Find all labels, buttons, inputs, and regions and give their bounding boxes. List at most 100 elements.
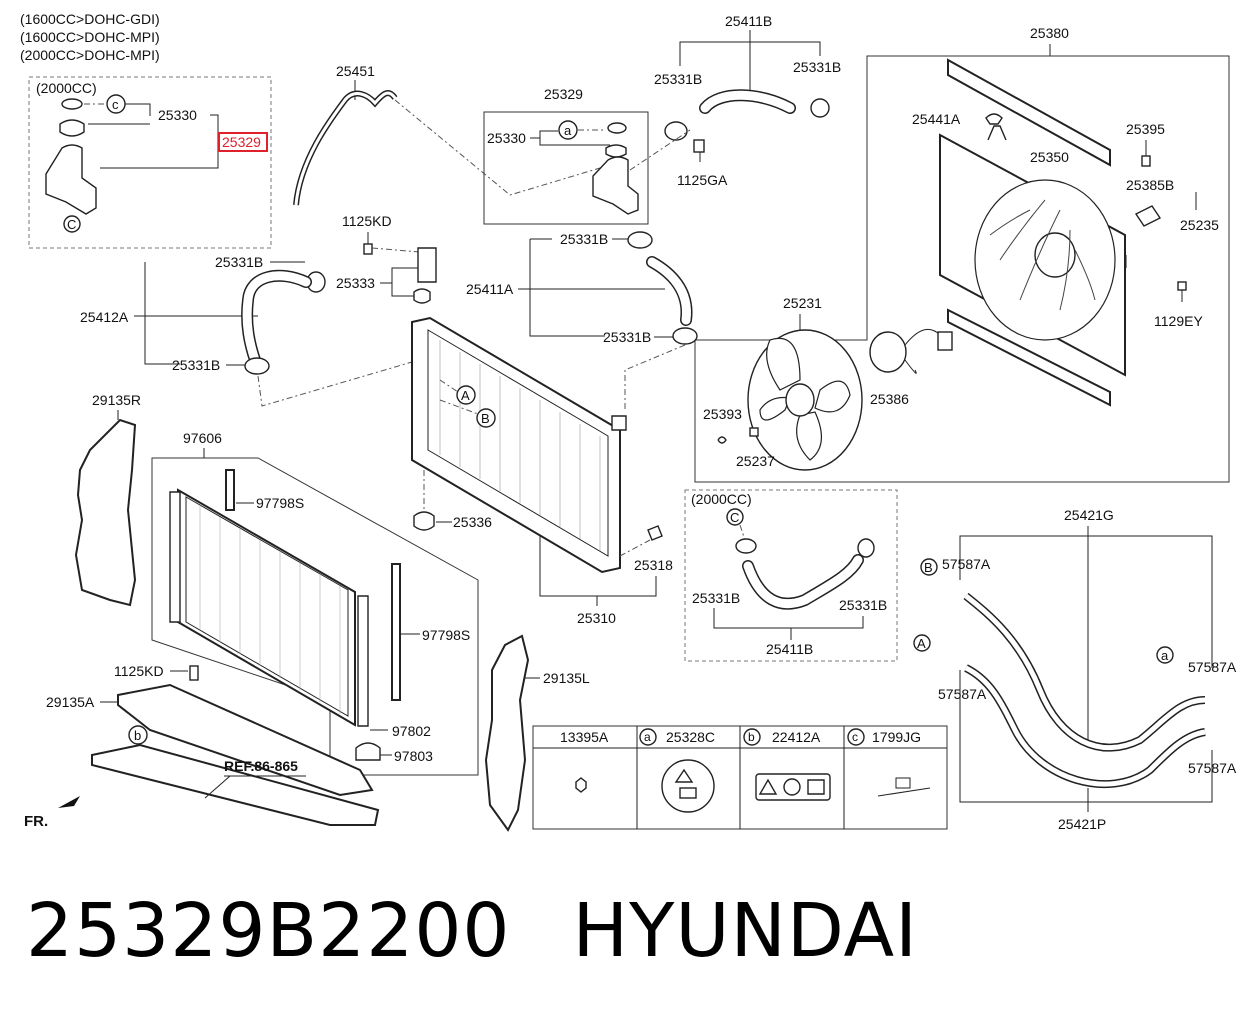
- label-25411b-bot: 25411B: [766, 641, 813, 657]
- condenser-97606: [169, 488, 369, 727]
- label-1125ga: 1125GA: [677, 172, 728, 188]
- label-25412a: 25412A: [80, 309, 129, 325]
- label-25380: 25380: [1030, 25, 1069, 41]
- label-25411a: 25411A: [466, 281, 514, 297]
- label-29135r: 29135R: [92, 392, 141, 408]
- callout-A-radiator: [456, 385, 476, 405]
- sub-box-2000cc-label-bot: (2000CC): [691, 491, 752, 507]
- label-1129ey: 1129EY: [1154, 313, 1203, 329]
- label-25318: 25318: [634, 557, 673, 573]
- hose-2000cc-group: (2000CC) C 25331B 25331B 25411B: [684, 489, 898, 662]
- overflow-hose-25451: [293, 90, 398, 206]
- filler-neck-2000cc-group: (2000CC) c 25330 25329 C: [28, 76, 272, 249]
- oil-cooler-hose-25421g: [963, 592, 1206, 752]
- label-25329-highlighted[interactable]: 25329: [222, 134, 261, 150]
- shroud-motor-hub: [1034, 232, 1076, 278]
- shroud-seal-top: [947, 58, 1111, 167]
- callout-a-hose: [1156, 646, 1174, 664]
- svg-text:a: a: [564, 123, 572, 138]
- hose-clamp-a: [664, 121, 688, 141]
- label-25421p: 25421P: [1058, 816, 1106, 832]
- filler-neck-25329: [592, 156, 639, 215]
- callout-A-hose: [913, 634, 931, 652]
- label-25331b-g: 25331B: [692, 590, 740, 606]
- svg-text:C: C: [730, 510, 739, 525]
- label-57587a-a: 57587A: [942, 556, 991, 572]
- receiver-drier: [357, 595, 369, 727]
- part-caption: 25329B2200 HYUNDAI: [26, 888, 980, 974]
- under-cover: [91, 743, 380, 826]
- callout-B-hose: [920, 558, 938, 576]
- svg-text:a: a: [1161, 648, 1169, 663]
- caption-part-number: 25329B2200: [26, 888, 511, 974]
- label-25231: 25231: [783, 295, 822, 311]
- caption-brand: HYUNDAI: [572, 888, 918, 974]
- nut-icon: [575, 777, 587, 793]
- label-97798s-a: 97798S: [256, 495, 304, 511]
- radiator-25310: [411, 316, 627, 574]
- label-25310: 25310: [577, 610, 616, 626]
- label-29135a: 29135A: [46, 694, 95, 710]
- caution-label-icon: [661, 759, 715, 813]
- legend-marker-b: b: [748, 730, 755, 744]
- label-25330-left: 25330: [158, 107, 197, 123]
- label-25331b-b: 25331B: [793, 59, 841, 75]
- hose-clamp-b: [810, 98, 830, 118]
- svg-text:C: C: [67, 217, 76, 232]
- svg-text:c: c: [112, 97, 119, 112]
- label-57587a-c: 57587A: [1188, 659, 1237, 675]
- cap-97803: [355, 742, 381, 761]
- label-25350: 25350: [1030, 149, 1069, 165]
- label-97798s-b: 97798S: [422, 627, 470, 643]
- svg-text:A: A: [461, 388, 470, 403]
- callout-C-top: [63, 215, 81, 233]
- label-25331b-f: 25331B: [172, 357, 220, 373]
- callout-b-lower: [128, 725, 148, 745]
- engine-variant-3: (2000CC>DOHC-MPI): [20, 47, 160, 63]
- legend-part-3: 22412A: [772, 729, 821, 745]
- label-25395: 25395: [1126, 121, 1165, 137]
- label-25235: 25235: [1180, 217, 1219, 233]
- parts-diagram: (1600CC>DOHC-GDI) (1600CC>DOHC-MPI) (200…: [20, 11, 1237, 832]
- label-25331b-d: 25331B: [603, 329, 651, 345]
- fan-motor-25386: [869, 331, 907, 373]
- label-25331b-a: 25331B: [654, 71, 702, 87]
- label-97802: 97802: [392, 723, 431, 739]
- label-25421g: 25421G: [1064, 507, 1114, 523]
- oil-cooler-hose-25421p: [964, 664, 1206, 788]
- filler-neck-housing: [45, 144, 97, 215]
- label-25331b-e: 25331B: [215, 254, 263, 270]
- label-25385b: 25385B: [1126, 177, 1174, 193]
- label-25451: 25451: [336, 63, 375, 79]
- label-25386: 25386: [870, 391, 909, 407]
- air-guard-29135a: [117, 683, 374, 797]
- callout-B-radiator: [476, 408, 496, 428]
- label-25331b-h: 25331B: [839, 597, 887, 613]
- engine-variant-1: (1600CC>DOHC-GDI): [20, 11, 160, 27]
- label-25333: 25333: [336, 275, 375, 291]
- air-guard-29135l: [484, 634, 530, 832]
- svg-text:B: B: [481, 411, 490, 426]
- callout-C-lower: [726, 508, 744, 526]
- legend-marker-c: c: [852, 730, 858, 744]
- label-57587a-b: 57587A: [938, 686, 987, 702]
- label-1125kd-bot: 1125KD: [114, 663, 164, 679]
- label-97606: 97606: [183, 430, 222, 446]
- label-25330-mid: 25330: [487, 130, 526, 146]
- callout-a-mid: [558, 120, 578, 140]
- label-25237: 25237: [736, 453, 775, 469]
- label-25441a: 25441A: [912, 111, 961, 127]
- svg-text:B: B: [924, 560, 933, 575]
- label-25329-mid: 25329: [544, 86, 583, 102]
- label-1125kd-top: 1125KD: [342, 213, 392, 229]
- svg-text:b: b: [134, 728, 141, 743]
- legend-part-4: 1799JG: [872, 729, 921, 745]
- legend-part-1: 13395A: [560, 729, 609, 745]
- drain-plug-25318: [647, 525, 663, 541]
- hose-clamp-c: [627, 231, 653, 249]
- sub-box-2000cc-label-top: (2000CC): [36, 80, 97, 96]
- mount-25336: [413, 511, 435, 531]
- label-29135l: 29135L: [543, 670, 590, 686]
- highlight-box-25329[interactable]: [218, 132, 268, 152]
- ref-label[interactable]: REF.86-865: [224, 758, 298, 774]
